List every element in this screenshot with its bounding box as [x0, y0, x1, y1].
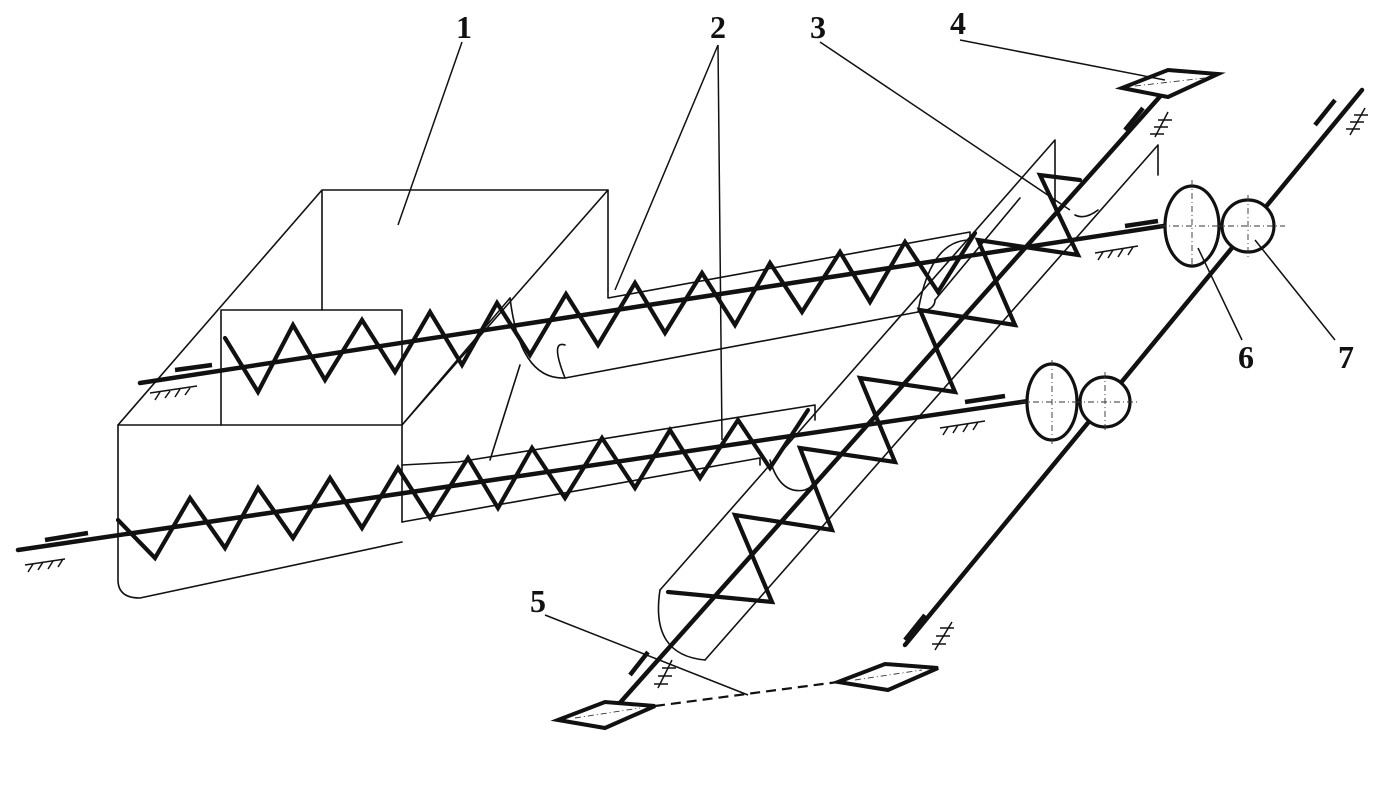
label-4: 4 [950, 5, 966, 41]
diagonal-screw-shaft [615, 80, 1175, 708]
plate-bottom-left [550, 699, 656, 731]
bearing-drive-top [1313, 98, 1368, 136]
label-3: 3 [810, 9, 826, 45]
bearing-lower-right [939, 393, 1006, 436]
label-7: 7 [1338, 339, 1354, 375]
shafts [15, 80, 1365, 708]
bearing-upper-left [149, 362, 213, 401]
bearing-upper-right [1094, 218, 1159, 261]
label-6: 6 [1238, 339, 1254, 375]
bearing-drive-bottom [903, 613, 954, 651]
plate-top [1114, 67, 1226, 100]
bearings [24, 98, 1368, 689]
plate-bottom-right [830, 661, 939, 693]
upper-screw-shaft [137, 222, 1173, 386]
label-5: 5 [530, 583, 546, 619]
diagonal-trough [657, 139, 1159, 661]
label-2: 2 [710, 9, 726, 45]
screw-spirals [115, 172, 1083, 605]
bearing-diagonal-top [1123, 106, 1172, 138]
hopper-box [117, 189, 609, 599]
tie-line [654, 680, 839, 708]
leader-lines [397, 39, 1336, 696]
wheels [1020, 180, 1285, 445]
lower-screw-spiral [115, 407, 811, 562]
drive-shaft [902, 87, 1365, 648]
reference-numerals: 1 2 3 4 5 6 7 [456, 5, 1354, 619]
bearing-lower-left [24, 530, 89, 573]
label-1: 1 [456, 9, 472, 45]
mounting-plates [550, 67, 1226, 731]
upper-screw-spiral [222, 230, 978, 397]
diagonal-screw-spiral [665, 172, 1083, 605]
